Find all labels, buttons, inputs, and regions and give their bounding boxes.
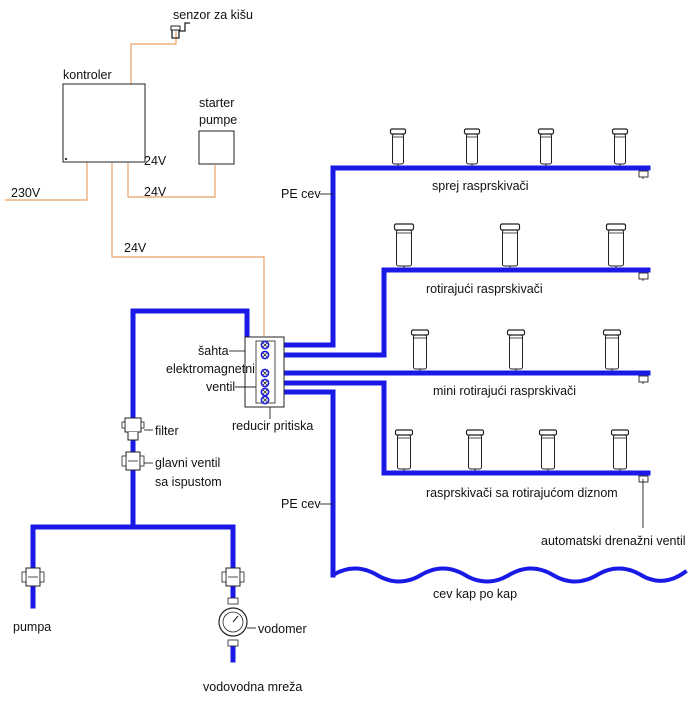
water-meter-icon — [218, 597, 248, 647]
sprinkler-icon — [611, 128, 629, 166]
supply-valve-icon — [221, 567, 245, 587]
sprinkler-icon — [610, 429, 630, 471]
sprinkler-icon — [389, 128, 407, 166]
solenoid-valves — [260, 340, 270, 405]
sprinkler-icon — [394, 429, 414, 471]
wire-valves — [111, 162, 265, 336]
valve-shaft — [244, 336, 285, 408]
pump-valve-icon — [21, 567, 45, 587]
voltage-24v-controller-label: 24V — [144, 154, 167, 168]
filter-label: filter — [155, 424, 179, 438]
valve-icon — [260, 340, 270, 350]
sprinkler-icon — [393, 223, 415, 268]
electrical-wiring — [5, 28, 265, 336]
controller-dot — [64, 157, 68, 161]
main-valve-label-line1: glavni ventil — [155, 456, 220, 470]
rain-sensor-label: senzor za kišu — [173, 8, 253, 22]
pump-label: pumpa — [13, 620, 51, 634]
solenoid-label-line1: elektromagnetni — [166, 362, 255, 376]
shaft-label: šahta — [198, 344, 229, 358]
solenoid-label-line2: ventil — [206, 380, 235, 394]
rotating-sprinklers-label: rotirajući rasprskivači — [426, 282, 543, 296]
voltage-24v-valves-label: 24V — [124, 241, 147, 255]
water-supply-label: vodovodna mreža — [203, 680, 302, 694]
drain-valve-icon — [638, 475, 649, 484]
main-valve-label-line2: sa ispustom — [155, 475, 222, 489]
controller-box — [62, 83, 146, 163]
wire-starter — [127, 162, 216, 198]
sprinkler-icon — [537, 128, 555, 166]
pe-pipe-bottom-label: PE cev — [281, 497, 321, 511]
drain-valve-icon — [638, 272, 649, 281]
sprinkler-icon — [538, 429, 558, 471]
drain-valve-label: automatski drenažni ventil — [541, 534, 686, 548]
sprinkler-icon — [499, 223, 521, 268]
valve-icon — [260, 395, 270, 405]
mini-rotating-sprinklers-label: mini rotirajući rasprskivači — [433, 384, 576, 398]
controller-label: kontroler — [63, 68, 112, 82]
pipe-spray-branch — [281, 165, 651, 348]
sprinkler-group — [389, 128, 630, 471]
drain-valve-icon — [638, 375, 649, 384]
sprinkler-icon — [602, 329, 622, 371]
sprinkler-icon — [465, 429, 485, 471]
voltage-230v-label: 230V — [11, 186, 41, 200]
pressure-reducer-label: reducir pritiska — [232, 419, 313, 433]
starter-label-line2: pumpe — [199, 113, 237, 127]
starter-label-line1: starter — [199, 96, 234, 110]
pipe-network — [30, 165, 688, 663]
pipe-nozzle-branch — [281, 380, 651, 476]
sprinkler-icon — [463, 128, 481, 166]
nozzle-sprinklers-label: rasprskivači sa rotirajućom diznom — [426, 486, 618, 500]
rain-sensor-icon — [170, 22, 190, 39]
drain-valve-group — [638, 170, 649, 484]
voltage-24v-starter-label: 24V — [144, 185, 167, 199]
sprinkler-icon — [605, 223, 627, 268]
pipe-supply — [130, 308, 250, 530]
drip-line — [330, 566, 688, 584]
valve-icon — [260, 387, 270, 397]
drain-valve-icon — [638, 170, 649, 179]
valve-icon — [260, 368, 270, 378]
wire-230v — [5, 162, 88, 201]
drip-line-label: cev kap po kap — [433, 587, 517, 601]
valve-icon — [260, 378, 270, 388]
pipe-rotating-branch — [281, 267, 651, 358]
valve-icon — [260, 350, 270, 360]
spray-sprinklers-label: sprej rasprskivači — [432, 179, 529, 193]
filter-icon — [121, 417, 145, 441]
main-valve-icon — [121, 451, 145, 471]
pipe-drip-branch — [281, 389, 336, 578]
sprinkler-icon — [506, 329, 526, 371]
pump-starter-box — [198, 130, 235, 165]
sprinkler-icon — [410, 329, 430, 371]
water-meter-label: vodomer — [258, 622, 307, 636]
pe-pipe-top-label: PE cev — [281, 187, 321, 201]
